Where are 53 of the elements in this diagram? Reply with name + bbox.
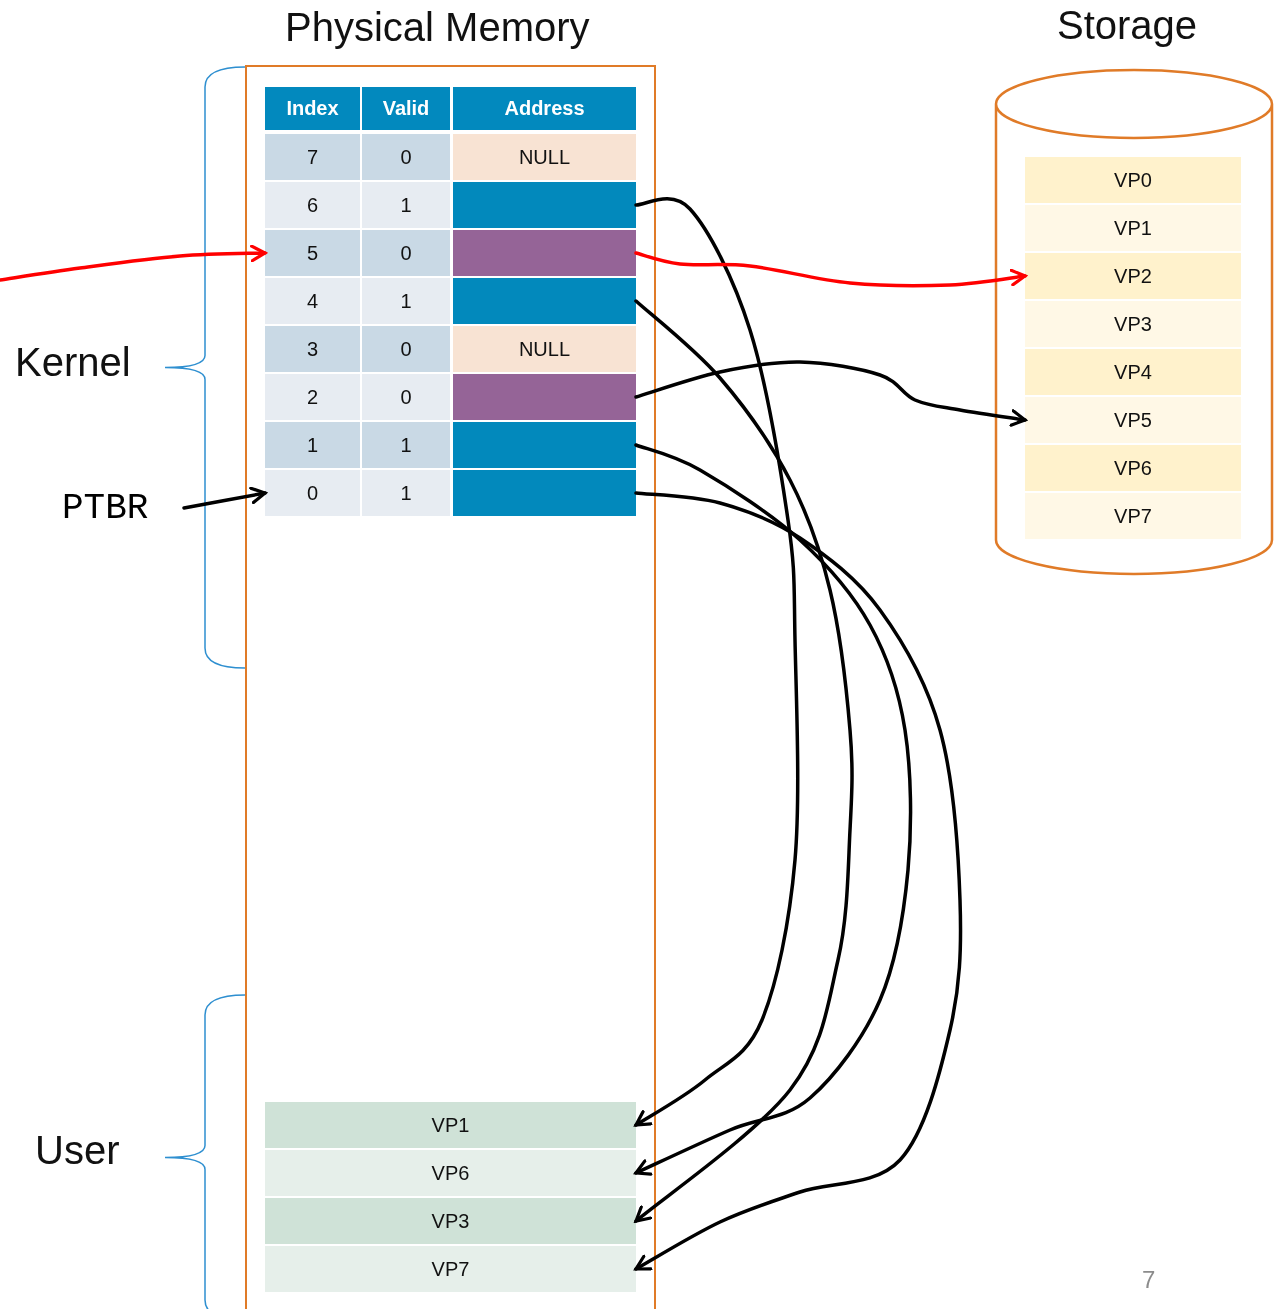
table-cell: VP6 — [265, 1150, 636, 1196]
table-cell: VP0 — [1025, 157, 1241, 203]
page-number: 7 — [1142, 1266, 1156, 1294]
address-cell — [453, 470, 636, 516]
address-cell — [453, 422, 636, 468]
table-cell: 1 — [362, 422, 450, 468]
arrow — [634, 491, 963, 1271]
table-cell: 0 — [362, 134, 450, 180]
table-cell: VP2 — [1025, 253, 1241, 299]
table-cell: 1 — [265, 422, 360, 468]
table-cell: 0 — [362, 374, 450, 420]
address-cell — [453, 374, 636, 420]
section-label: User — [35, 1128, 120, 1173]
table-cell: 4 — [265, 278, 360, 324]
table-cell: 0 — [362, 230, 450, 276]
arrow — [634, 251, 1027, 288]
address-cell — [453, 182, 636, 228]
arrow — [634, 443, 913, 1176]
arrow — [634, 299, 854, 1223]
table-cell: VP4 — [1025, 349, 1241, 395]
table-cell: VP1 — [265, 1102, 636, 1148]
table-cell: 1 — [362, 182, 450, 228]
table-cell: NULL — [453, 134, 636, 180]
table-cell: VP7 — [265, 1246, 636, 1292]
table-cell: 2 — [265, 374, 360, 420]
address-cell — [453, 230, 636, 276]
table-cell: 7 — [265, 134, 360, 180]
address-cell — [453, 278, 636, 324]
table-cell: 5 — [265, 230, 360, 276]
section-label: Kernel — [15, 340, 131, 385]
table-cell: NULL — [453, 326, 636, 372]
table-cell: 0 — [362, 326, 450, 372]
storage-title: Storage — [1057, 3, 1198, 48]
table-cell: VP1 — [1025, 205, 1241, 251]
table-cell: VP3 — [265, 1198, 636, 1244]
arrow — [634, 197, 800, 1127]
panel-title: Physical Memory — [285, 5, 590, 50]
table-cell: 1 — [362, 470, 450, 516]
table-cell: 0 — [265, 470, 360, 516]
table-cell: VP6 — [1025, 445, 1241, 491]
table-cell: VP7 — [1025, 493, 1241, 539]
arrow — [634, 360, 1027, 427]
table-cell: 3 — [265, 326, 360, 372]
register-label: PTBR — [62, 486, 184, 530]
table-cell: VP5 — [1025, 397, 1241, 443]
arrow — [0, 244, 267, 282]
column-header: Valid — [362, 87, 450, 130]
column-header: Address — [453, 87, 636, 130]
table-cell: 1 — [362, 278, 450, 324]
column-header: Index — [265, 87, 360, 130]
table-cell: 6 — [265, 182, 360, 228]
arrow — [182, 486, 267, 510]
table-cell: VP3 — [1025, 301, 1241, 347]
